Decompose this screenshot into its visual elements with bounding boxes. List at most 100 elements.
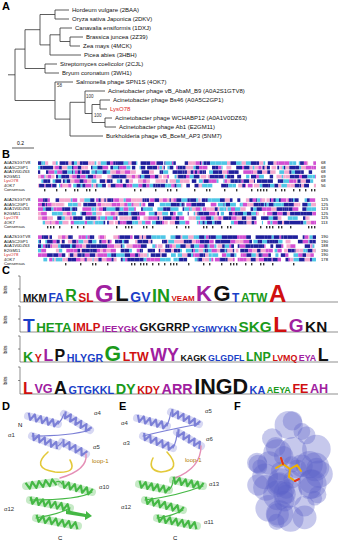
alignment-block <box>243 203 247 207</box>
alignment-block <box>42 253 47 257</box>
tree-leaf: Salmonella phage SPN1S (4OK7) <box>76 79 166 85</box>
alignment-block <box>58 244 61 248</box>
alignment-block <box>70 253 74 257</box>
alignment-block <box>72 216 73 220</box>
alignment-block <box>171 161 172 165</box>
alignment-block <box>251 244 254 248</box>
alignment-block <box>283 235 287 239</box>
panel-letter: A <box>2 1 10 12</box>
alignment-block <box>175 235 180 239</box>
alignment-block <box>218 244 223 248</box>
alignment-block <box>102 198 104 202</box>
alignment-block <box>52 207 54 211</box>
logo-letters: IMLP <box>73 322 100 333</box>
logo-letters: HETA <box>36 321 71 334</box>
residue-count: 56 <box>321 184 326 188</box>
alignment-block <box>100 216 105 220</box>
alignment-block <box>226 258 228 262</box>
alignment-block <box>80 249 82 253</box>
alignment-block <box>191 198 196 202</box>
helix-ribbon <box>65 411 92 431</box>
alignment-block <box>130 184 133 188</box>
alignment-block <box>119 212 124 216</box>
alignment-block <box>270 170 275 174</box>
alignment-block <box>294 203 299 207</box>
consensus-mark <box>140 189 141 191</box>
alignment-block <box>178 249 181 253</box>
alignment-block <box>234 221 238 225</box>
alignment-block <box>99 198 101 202</box>
consensus-mark <box>185 226 186 228</box>
alignment-block <box>71 175 72 179</box>
alignment-block <box>298 179 301 183</box>
alignment-block <box>208 244 210 248</box>
alignment-block <box>231 216 236 220</box>
alignment-block <box>139 253 141 257</box>
logo-letters: A <box>269 282 286 306</box>
alignment-block <box>109 221 114 225</box>
alignment-block <box>287 207 289 211</box>
alignment-block <box>144 216 149 220</box>
alignment-block <box>197 221 199 225</box>
alignment-block <box>277 212 282 216</box>
alignment-block <box>215 166 218 170</box>
alignment-block <box>264 258 267 262</box>
alignment-block <box>39 184 44 188</box>
alignment-block <box>150 184 154 188</box>
alignment-block <box>304 161 307 165</box>
alignment-block <box>63 258 66 262</box>
alignment-block <box>225 179 228 183</box>
alignment-block <box>267 198 269 202</box>
alignment-block <box>152 221 156 225</box>
alignment-block <box>217 179 219 183</box>
logo-letters: L <box>43 348 53 364</box>
alignment-block <box>44 175 45 179</box>
alignment-block <box>310 258 312 262</box>
alignment-block <box>279 179 280 183</box>
alignment-block <box>173 198 176 202</box>
alignment-block <box>92 207 95 211</box>
alignment-block <box>46 170 49 174</box>
alignment-block <box>165 244 167 248</box>
alignment-block <box>182 170 184 174</box>
alignment-block <box>259 161 263 165</box>
alignment-block <box>57 170 62 174</box>
consensus-mark <box>65 189 66 191</box>
alignment-block <box>284 203 289 207</box>
residue-count: 113 <box>321 221 328 225</box>
alignment-block <box>138 179 143 183</box>
alignment-block <box>123 166 127 170</box>
alignment-block <box>177 175 178 179</box>
alignment-block <box>258 240 260 244</box>
alignment-block <box>176 244 180 248</box>
alignment-block <box>179 258 183 262</box>
alignment-block <box>162 240 163 244</box>
alignment-block <box>74 221 80 225</box>
bootstrap-value: 100 <box>86 95 94 100</box>
alignment-block <box>173 184 175 188</box>
alignment-block <box>271 198 273 202</box>
alignment-block <box>192 249 194 253</box>
alignment-block <box>207 184 212 188</box>
alignment-block <box>215 221 217 225</box>
consensus-mark <box>314 189 315 191</box>
terminus-label: N <box>18 422 22 428</box>
alignment-block <box>299 175 302 179</box>
alignment-block <box>135 240 137 244</box>
generated-art <box>18 161 338 532</box>
alignment-block <box>170 212 173 216</box>
alignment-block <box>70 249 73 253</box>
alignment-block <box>127 175 132 179</box>
alignment-block <box>253 244 258 248</box>
alignment-block <box>120 184 123 188</box>
alignment-block <box>224 175 226 179</box>
alignment-block <box>127 184 130 188</box>
alignment-block <box>233 235 237 239</box>
consensus-mark <box>293 189 294 191</box>
alignment-block <box>120 179 122 183</box>
alignment-block <box>209 207 215 211</box>
alignment-block <box>184 170 187 174</box>
alignment-block <box>120 235 125 239</box>
alignment-block <box>246 235 251 239</box>
helix-ribbon <box>144 433 174 450</box>
